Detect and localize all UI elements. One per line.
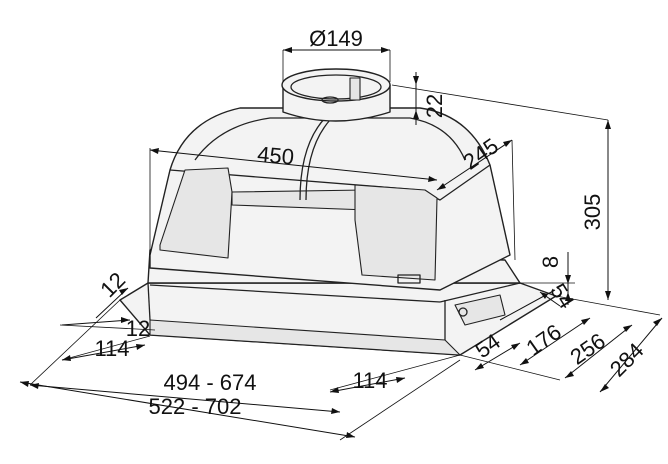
ext-width-range-left [29,299,121,386]
dim-line-256 [564,324,633,379]
label-284: 284 [605,338,649,382]
arrow [503,140,512,147]
dim-line-depth-top [436,139,513,191]
arrow [381,47,390,53]
ext-base-front [459,354,561,381]
arrow [437,183,446,190]
ext-base-right [555,295,661,316]
label-collar-diameter: Ø149 [309,26,363,51]
arrow [428,176,437,182]
label-width-range-outer: 522 - 702 [149,394,242,419]
arrow [600,384,609,392]
dim-line-176-base [499,289,556,321]
ext-depth-right [511,139,516,261]
arrow [413,76,419,85]
ext-114-left [61,335,151,361]
arrow [581,318,590,325]
ext-114-right [329,354,461,391]
power-cable-inner [305,119,331,201]
label-width-top: 450 [256,141,295,169]
dim-line-width-top [149,149,438,181]
dim-line-width-outer [19,381,356,438]
arrow [520,358,529,365]
ext-width-range-right [339,359,461,441]
arrow [475,363,484,370]
collar-inner-rim [290,74,382,100]
label-54-upper: 54 [545,279,579,313]
dim-line-width-inner [29,384,341,413]
power-cable [299,117,326,201]
collar-damper [349,77,361,101]
collar-rim [281,68,391,102]
dim-line-114-left [61,344,146,361]
dim-line-114-right [329,377,406,393]
arrow [511,343,520,350]
arrow [605,120,611,129]
label-collar-height: 22 [422,94,447,118]
dim-line-284 [599,317,663,393]
arrow [20,381,29,387]
arrow [396,377,405,383]
label-176: 176 [521,319,565,361]
label-total-height: 305 [580,194,605,231]
arrow [346,432,355,438]
arrow [413,110,419,119]
filter-slot [397,274,421,284]
arrow [121,317,130,323]
label-width-range-inner: 494 - 674 [164,370,257,395]
arrow [62,355,71,361]
arrow [330,387,339,393]
arrow [331,408,340,414]
label-114-left: 114 [94,336,129,361]
arrow [565,275,571,284]
arrow [119,288,128,295]
arrow [150,148,159,154]
label-256: 256 [565,328,609,370]
arrow [653,318,662,326]
front-bracket [454,294,506,326]
arrow [565,371,574,378]
label-flange: 8 [538,256,563,268]
arrow [605,291,611,300]
label-114-right: 114 [352,368,387,393]
right-recess [354,184,438,281]
arrow [283,47,292,53]
arrow [623,325,632,332]
collar-flap [321,96,339,104]
base-edge-left [147,282,151,321]
housing-front-edge [149,284,441,303]
arrow [136,344,145,350]
hood-dome-ridge [194,117,466,161]
ext-12-lower [59,324,156,331]
dim-line-176 [519,317,591,366]
bracket-screw [458,307,468,317]
ext-top-line [391,84,609,121]
housing-side-edge [439,282,521,303]
